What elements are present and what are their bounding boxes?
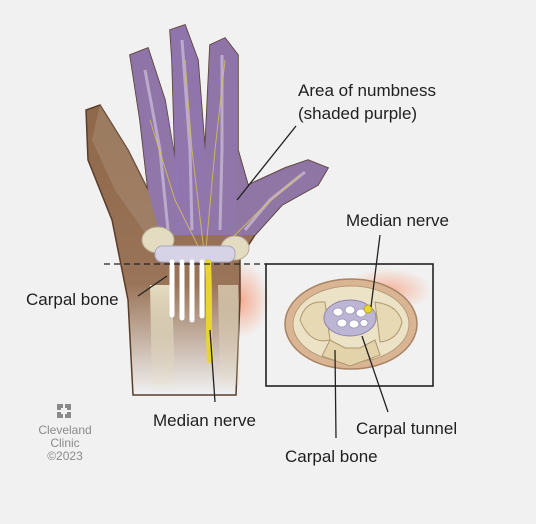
label-carpal-tunnel: Carpal tunnel [356, 419, 458, 438]
brand-name-line1: Cleveland [38, 423, 92, 437]
transverse-carpal-ligament [154, 245, 236, 263]
median-nerve-section [363, 304, 373, 314]
numbness-index-finger [130, 48, 178, 235]
label-carpal-bone-hand: Carpal bone [26, 290, 119, 309]
label-area-of-numbness: Area of numbness [298, 81, 436, 100]
label-carpal-bone-section: Carpal bone [285, 447, 378, 466]
leader-lines [137, 125, 389, 439]
label-shaded-purple: (shaded purple) [298, 104, 418, 123]
brand-name-line2: Clinic [50, 436, 80, 450]
brand-copyright: ©2023 [47, 449, 83, 463]
brand-name: Cleveland Clinic ©2023 [34, 424, 96, 463]
label-median-nerve-hand: Median nerve [153, 411, 257, 430]
hand [85, 24, 330, 396]
median-nerve [205, 259, 213, 363]
wrist-structures [141, 226, 250, 385]
cleveland-clinic-logo-icon [57, 404, 71, 418]
label-median-nerve-section: Median nerve [346, 211, 450, 230]
wrist-cross-section [284, 278, 418, 370]
tendons [169, 259, 205, 323]
cross-section-frame [265, 263, 434, 387]
